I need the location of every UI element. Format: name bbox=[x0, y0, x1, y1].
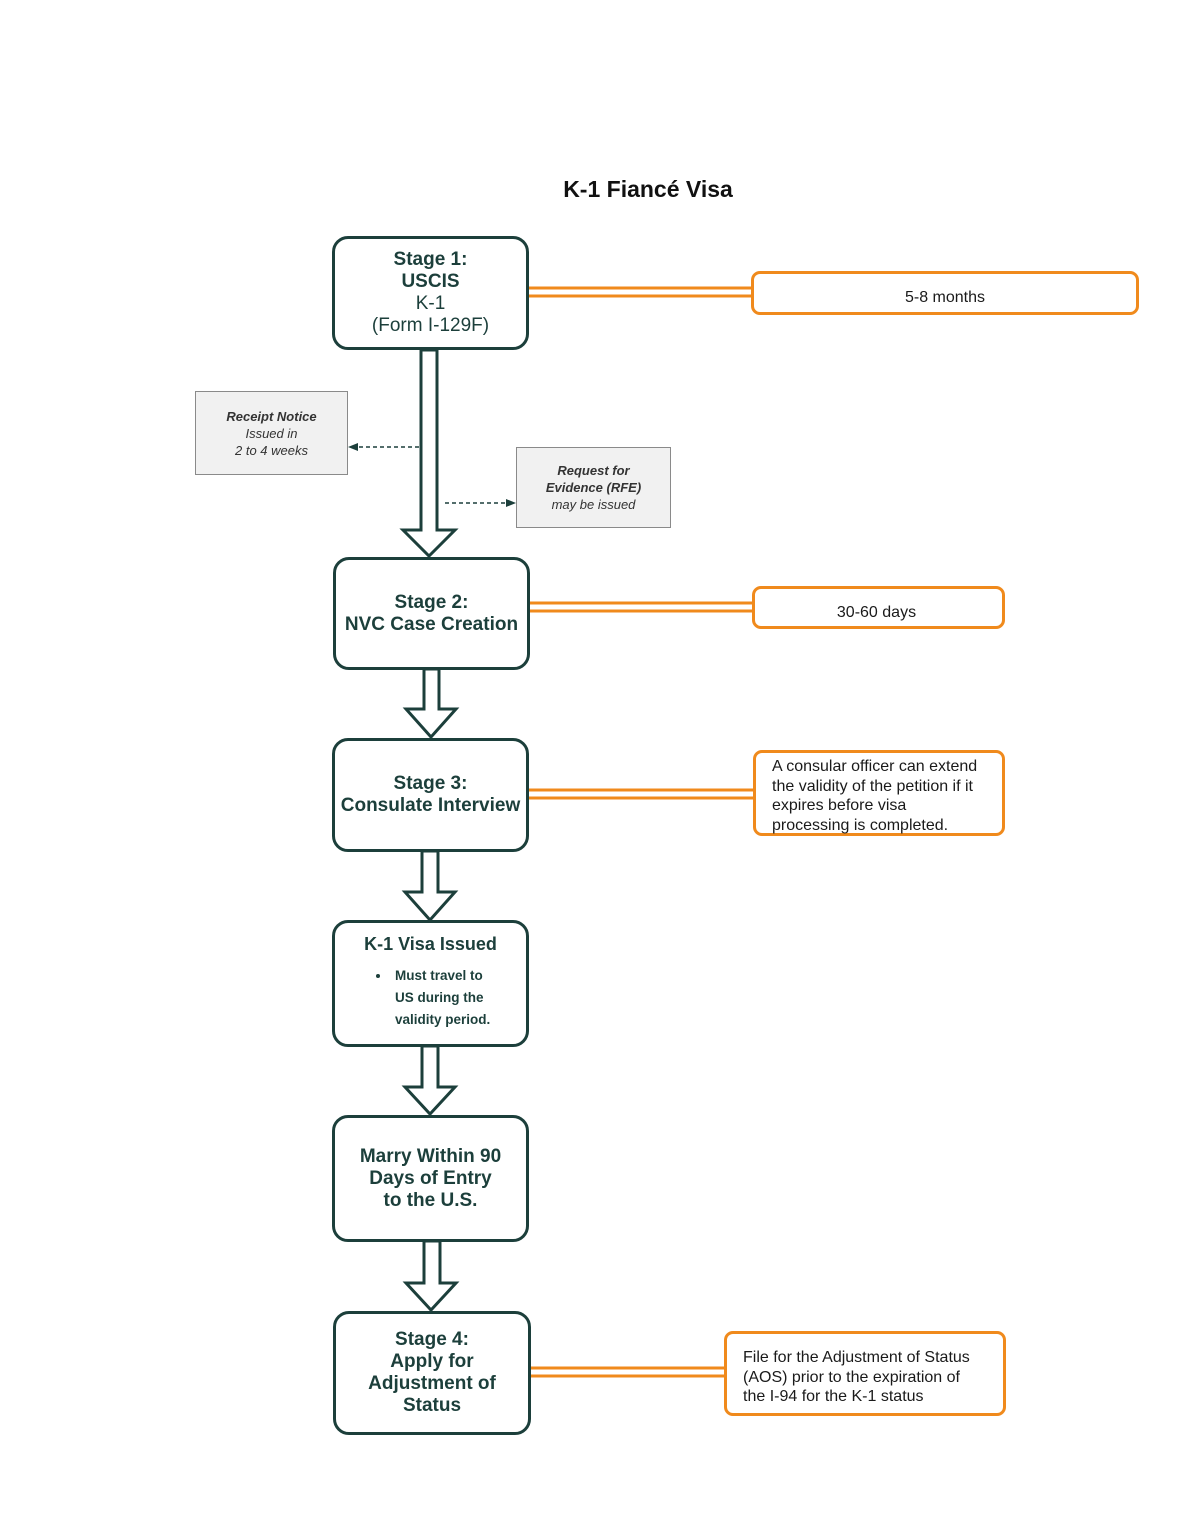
stage-3-note-line3: expires before visa bbox=[772, 797, 907, 814]
stage-4-box: Stage 4: Apply for Adjustment of Status bbox=[333, 1311, 531, 1435]
visa-issued-list: Must travel to US during the validity pe… bbox=[335, 965, 526, 1031]
down-arrow-5 bbox=[402, 1239, 460, 1313]
rfe-box: Request for Evidence (RFE) may be issued bbox=[516, 447, 671, 528]
stage-2-timing-note: 30-60 days bbox=[752, 586, 1005, 629]
marry-line3: to the U.S. bbox=[383, 1189, 478, 1211]
receipt-arrowhead bbox=[348, 443, 358, 451]
stage-4-note-line2: (AOS) prior to the expiration of bbox=[743, 1368, 960, 1386]
marry-line1: Marry Within 90 bbox=[359, 1145, 502, 1167]
down-arrow-4 bbox=[401, 1044, 459, 1117]
stage-1-timing-text: 5-8 months bbox=[904, 289, 986, 307]
stage-1-form: (Form I-129F) bbox=[371, 315, 490, 336]
stage-4-note-line3: the I-94 for the K-1 status bbox=[743, 1388, 924, 1405]
marry-line2: Days of Entry bbox=[369, 1167, 492, 1189]
rfe-title-line2: Evidence (RFE) bbox=[545, 480, 642, 495]
stage-2-box: Stage 2: NVC Case Creation bbox=[333, 557, 530, 670]
marry-box: Marry Within 90 Days of Entry to the U.S… bbox=[332, 1115, 529, 1242]
rfe-arrowhead bbox=[506, 499, 516, 507]
stage-2-name: NVC Case Creation bbox=[344, 613, 519, 635]
stage-1-timing-note: 5-8 months bbox=[751, 271, 1139, 315]
stage-4-note: File for the Adjustment of Status (AOS) … bbox=[724, 1331, 1006, 1416]
receipt-notice-line3: 2 to 4 weeks bbox=[235, 442, 308, 458]
stage-4-line2: Apply for bbox=[390, 1351, 474, 1372]
stage-4-line3: Adjustment of bbox=[368, 1373, 496, 1394]
receipt-notice-box: Receipt Notice Issued in 2 to 4 weeks bbox=[195, 391, 348, 475]
page-title: K-1 Fiancé Visa bbox=[563, 176, 733, 202]
stage-3-box: Stage 3: Consulate Interview bbox=[332, 738, 529, 852]
down-arrow-2 bbox=[402, 667, 460, 740]
down-arrow-1 bbox=[399, 348, 459, 559]
visa-bullet-line2: US during the bbox=[395, 990, 484, 1005]
stage-4-note-line1: File for the Adjustment of Status bbox=[743, 1349, 970, 1366]
rfe-line3: may be issued bbox=[551, 497, 636, 512]
visa-bullet-line3: validity period. bbox=[395, 1012, 491, 1027]
stage-4-line4: Status bbox=[402, 1395, 462, 1416]
down-arrow-3 bbox=[401, 849, 459, 923]
stage-2-timing-text: 30-60 days bbox=[836, 603, 917, 621]
visa-bullet-line1: Must travel to bbox=[395, 968, 483, 983]
stage-1-agency: USCIS bbox=[401, 271, 460, 292]
stage-3-label: Stage 3: bbox=[393, 773, 468, 794]
stage-1-visa-type: K-1 bbox=[415, 293, 446, 314]
stage-3-name: Consulate Interview bbox=[340, 795, 521, 816]
stage-3-note: A consular officer can extend the validi… bbox=[753, 750, 1005, 836]
stage-4-label: Stage 4: bbox=[395, 1329, 469, 1350]
stage-3-note-line4: processing is completed. bbox=[772, 816, 949, 834]
rfe-title-line1: Request for bbox=[557, 463, 630, 478]
visa-issued-bullet: Must travel to US during the validity pe… bbox=[391, 965, 526, 1031]
stage-3-note-line2: the validity of the petition if it bbox=[772, 777, 973, 795]
visa-issued-box: K-1 Visa Issued Must travel to US during… bbox=[332, 920, 529, 1047]
stage-2-label: Stage 2: bbox=[394, 591, 469, 613]
visa-issued-title: K-1 Visa Issued bbox=[364, 934, 497, 954]
receipt-notice-line2: Issued in bbox=[245, 425, 298, 441]
stage-1-label: Stage 1: bbox=[393, 249, 468, 270]
stage-1-box: Stage 1: USCIS K-1 (Form I-129F) bbox=[332, 236, 529, 350]
stage-3-note-line1: A consular officer can extend bbox=[772, 758, 978, 775]
receipt-notice-title: Receipt Notice bbox=[226, 408, 317, 424]
